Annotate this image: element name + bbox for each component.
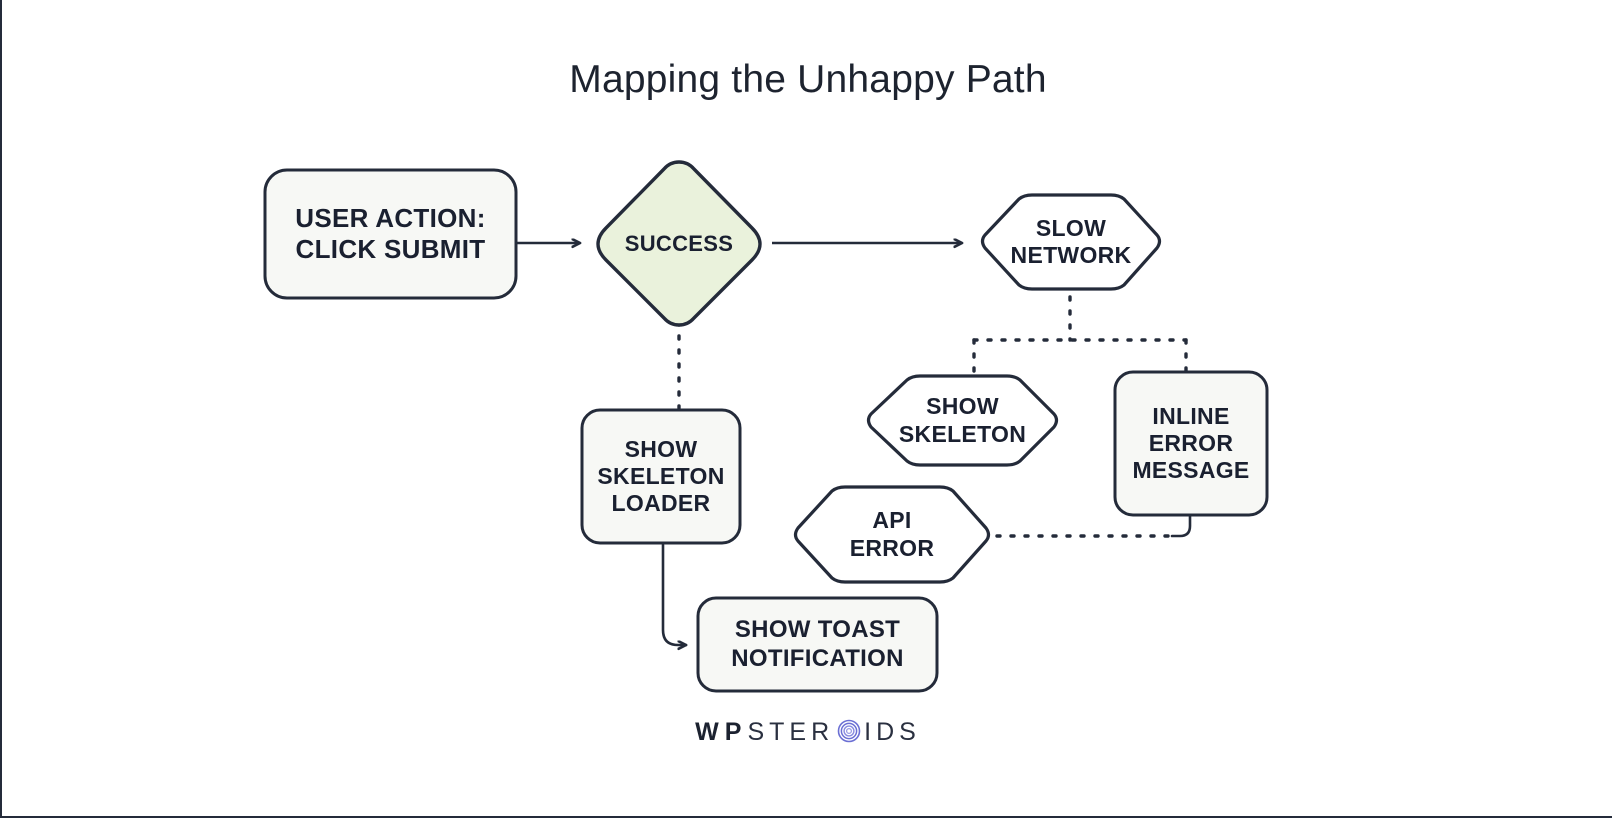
logo-text-ids: IDS — [864, 718, 921, 746]
node-api-error[interactable] — [793, 485, 991, 584]
node-show-toast-notification[interactable] — [696, 596, 939, 693]
node-show-skeleton[interactable] — [866, 374, 1059, 467]
brand-logo: WPSTER IDS — [2, 718, 1612, 750]
page-title: Mapping the Unhappy Path — [569, 58, 1047, 101]
logo-text-ster: STER — [747, 718, 835, 746]
connector-slow-network-split — [972, 281, 1188, 380]
node-inline-error-message[interactable] — [1113, 370, 1269, 517]
node-slow-network[interactable] — [980, 193, 1162, 291]
connector-api-error-to-inline-error — [995, 512, 1192, 538]
node-user-action[interactable] — [263, 168, 518, 300]
node-success[interactable] — [596, 160, 762, 327]
connector-loader-to-toast — [661, 543, 686, 645]
spiral-icon — [837, 719, 861, 750]
logo-text-wp: WP — [695, 718, 748, 746]
node-show-skeleton-loader[interactable] — [580, 408, 742, 545]
